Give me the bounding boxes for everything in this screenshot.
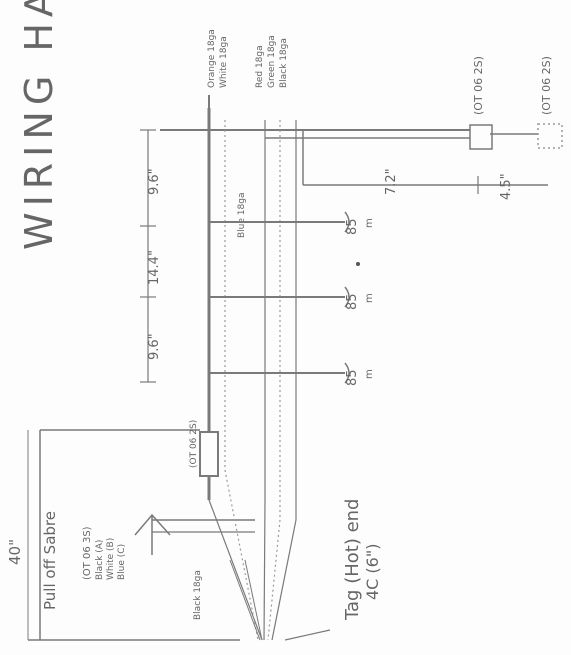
pigtail-length: 40" [6,539,24,565]
connector-bottom-box [537,123,563,149]
wire-label-blue: Blue 18ga [237,193,247,238]
wire-label-green: Green 18ga [267,35,277,88]
connector-top-label: (OT 06 2S) [472,56,485,115]
wire-label-white: White 18ga [219,36,229,88]
dim-span-1: 9.6" [147,168,162,195]
svg-text:m: m [364,369,375,379]
svg-text:m: m [364,218,375,228]
plug-pin-b: White (B) [106,538,116,580]
wire-label-red: Red 18ga [255,45,265,88]
junction-label: (OT 06 2S) [189,420,199,468]
svg-text:85: 85 [345,369,360,386]
svg-text:m: m [364,293,375,303]
stray-dot [356,262,360,266]
dim-end: 4.5" [499,173,514,200]
fanout-wires [208,469,297,641]
outlet-2: 85 m [344,286,375,310]
diagram-title: WIRING HARN [17,0,61,250]
plug-connector-label: (OT 06 3S) [82,526,93,580]
tag-sub: 4C (6") [363,544,382,600]
svg-text:85: 85 [345,293,360,310]
dim-branch: 7.2" [384,168,399,195]
connector-bottom-label: (OT 06 2S) [540,56,553,115]
wire-label-black: Black 18ga [279,38,289,88]
fanout-label: Black 18ga [193,570,203,620]
dim-span-3: 9.6" [147,333,162,360]
trunk-connector [199,431,219,477]
plug-pin-a: Black (A) [95,540,105,580]
outlet-1: 85 m [344,211,375,235]
dim-span-2: 14.4" [147,250,162,285]
outlet-3: 85 m [344,362,375,386]
wire-label-orange: Orange 18ga [207,29,217,88]
tag-leader [284,629,331,641]
tag-label: Tag (Hot) end [342,499,363,621]
connector-top-box [469,124,493,150]
pigtail-label: Pull off Sabre [41,511,59,610]
plug-arrow [134,513,171,555]
svg-text:85: 85 [345,218,360,235]
plug-pin-c: Blue (C) [117,544,127,580]
